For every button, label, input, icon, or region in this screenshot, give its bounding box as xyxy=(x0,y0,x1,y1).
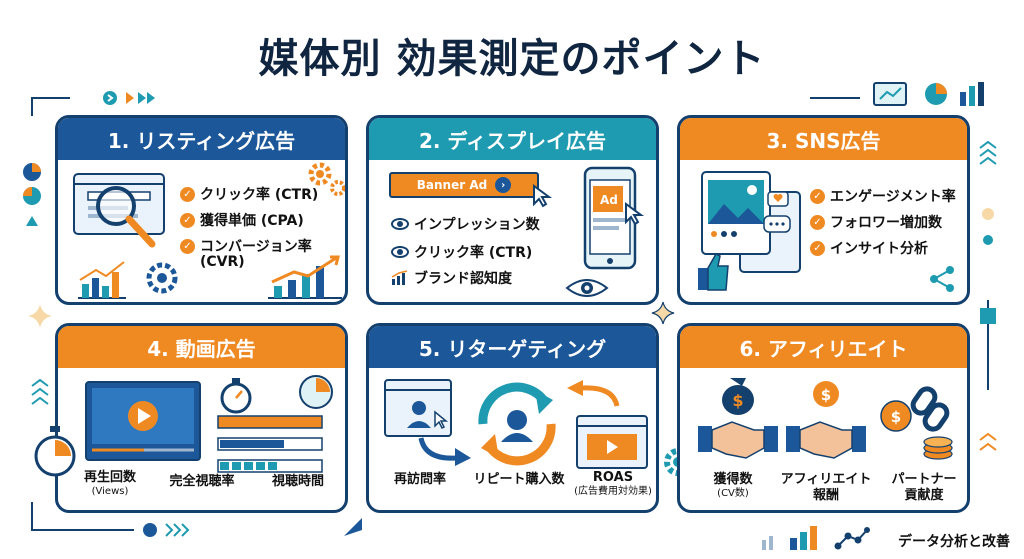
card-title: 1. リスティング広告 xyxy=(58,118,345,160)
check-icon: ✓ xyxy=(180,212,195,228)
metric-ctr: クリック率 (CTR) xyxy=(391,242,532,262)
eye-icon xyxy=(565,279,609,297)
caption-watch-time: 視聴時間 xyxy=(271,474,324,489)
stopwatch-icon xyxy=(220,378,252,414)
analytics-icons xyxy=(810,82,984,106)
left-decoration xyxy=(23,163,41,226)
smartphone-icon xyxy=(583,166,637,270)
banner-ad-button: Banner Ad › xyxy=(389,172,539,198)
money-handshake-icon: $ xyxy=(698,378,778,459)
handshake-icon: $ xyxy=(786,381,866,459)
metric-insights: ✓インサイト分析 xyxy=(810,238,928,258)
check-icon: ✓ xyxy=(810,240,825,256)
check-icon: ✓ xyxy=(810,188,825,204)
svg-text:$: $ xyxy=(891,408,901,426)
ad-label: Ad xyxy=(600,193,618,207)
cursor-icon xyxy=(625,202,645,226)
check-icon: ✓ xyxy=(180,238,195,254)
footer-chart-icon xyxy=(762,526,870,550)
caption-revisit-rate: 再訪問率 xyxy=(393,472,446,487)
metric-impressions: インプレッション数 xyxy=(391,214,540,234)
metric-engagement: ✓エンゲージメント率 xyxy=(810,186,956,206)
caption-acquisitions: 獲得数(CV数) xyxy=(713,472,753,499)
sparkle-icon xyxy=(28,304,52,328)
chevron-decoration xyxy=(31,378,49,405)
video-player-icon xyxy=(85,381,201,461)
card-title: 3. SNS広告 xyxy=(680,118,967,160)
bar-chart-icon xyxy=(78,261,178,299)
metric-cvr-abbr: (CVR) xyxy=(200,254,245,270)
arrow-right-icon: › xyxy=(495,177,512,193)
metric-cvr: ✓コンバージョン率 xyxy=(180,236,312,256)
card-video-ads: 4. 動画広告 再生回数(Views) 完全視聴率 視聴時間 xyxy=(55,323,348,513)
chart-up-icon xyxy=(391,270,408,285)
metric-brand-awareness: ブランド認知度 xyxy=(391,268,512,288)
eye-icon xyxy=(391,218,409,230)
browser-user-icon xyxy=(384,379,452,437)
card-title: 5. リターゲティング xyxy=(369,326,656,368)
svg-text:$: $ xyxy=(821,386,831,404)
bottom-connector xyxy=(31,502,190,537)
sparkle-icon xyxy=(651,301,675,325)
stopwatch-icon xyxy=(34,426,76,477)
caption-views: 再生回数(Views) xyxy=(83,470,136,497)
caption-completion-rate: 完全視聴率 xyxy=(169,474,235,489)
card-display-ads: 2. ディスプレイ広告 Banner Ad › インプレッション数 クリック率 … xyxy=(366,115,659,305)
chain-coins-icon: $ xyxy=(880,386,953,460)
card-affiliate: 6. アフィリエイト $ $ $ 獲得数(CV数) アフィリエイト報酬 パートナ… xyxy=(677,323,970,513)
caption-roas: ROAS(広告費用対効果) xyxy=(574,470,652,497)
eye-icon xyxy=(391,246,409,258)
card-listing-ads: 1. リスティング広告 ✓クリック率 (CTR) ✓獲得単価 (CPA) ✓コン… xyxy=(55,115,348,305)
metric-ctr: ✓クリック率 (CTR) xyxy=(180,184,318,204)
social-post-icon xyxy=(698,171,801,291)
card-title: 2. ディスプレイ広告 xyxy=(369,118,656,160)
footer-label: データ分析と改善 xyxy=(898,534,1010,550)
progress-bars-icon xyxy=(217,415,323,473)
cursor-icon xyxy=(533,184,553,208)
arrow-pointer-icon xyxy=(344,518,362,536)
return-arrow-icon xyxy=(418,437,471,466)
search-browser-icon xyxy=(73,173,165,248)
video-window-icon xyxy=(576,415,648,469)
check-icon: ✓ xyxy=(810,214,825,230)
check-icon: ✓ xyxy=(180,186,195,202)
side-decoration xyxy=(979,140,997,451)
cycle-arrows-icon xyxy=(478,382,556,466)
metric-followers: ✓フォロワー増加数 xyxy=(810,212,942,232)
connector-decoration xyxy=(31,91,155,116)
card-sns-ads: 3. SNS広告 ✓エンゲージメント率 ✓フォロワー増加数 ✓インサイト分析 xyxy=(677,115,970,305)
page-title: 媒体別 効果測定のポイント xyxy=(258,36,766,82)
growth-chart-icon xyxy=(268,255,342,299)
svg-text:$: $ xyxy=(732,391,743,410)
card-title: 6. アフィリエイト xyxy=(680,326,967,368)
caption-partner-contribution: パートナー貢献度 xyxy=(891,472,957,503)
metric-cpa: ✓獲得単価 (CPA) xyxy=(180,210,304,230)
return-arrow-icon xyxy=(567,380,620,407)
gear-icon xyxy=(308,162,345,196)
stopwatch-icon xyxy=(299,375,333,409)
caption-repeat-purchases: リピート購入数 xyxy=(473,472,565,487)
card-retargeting: 5. リターゲティング xyxy=(366,323,659,513)
card-title: 4. 動画広告 xyxy=(58,326,345,368)
caption-affiliate-reward: アフィリエイト報酬 xyxy=(780,472,872,503)
share-icon xyxy=(930,266,954,292)
